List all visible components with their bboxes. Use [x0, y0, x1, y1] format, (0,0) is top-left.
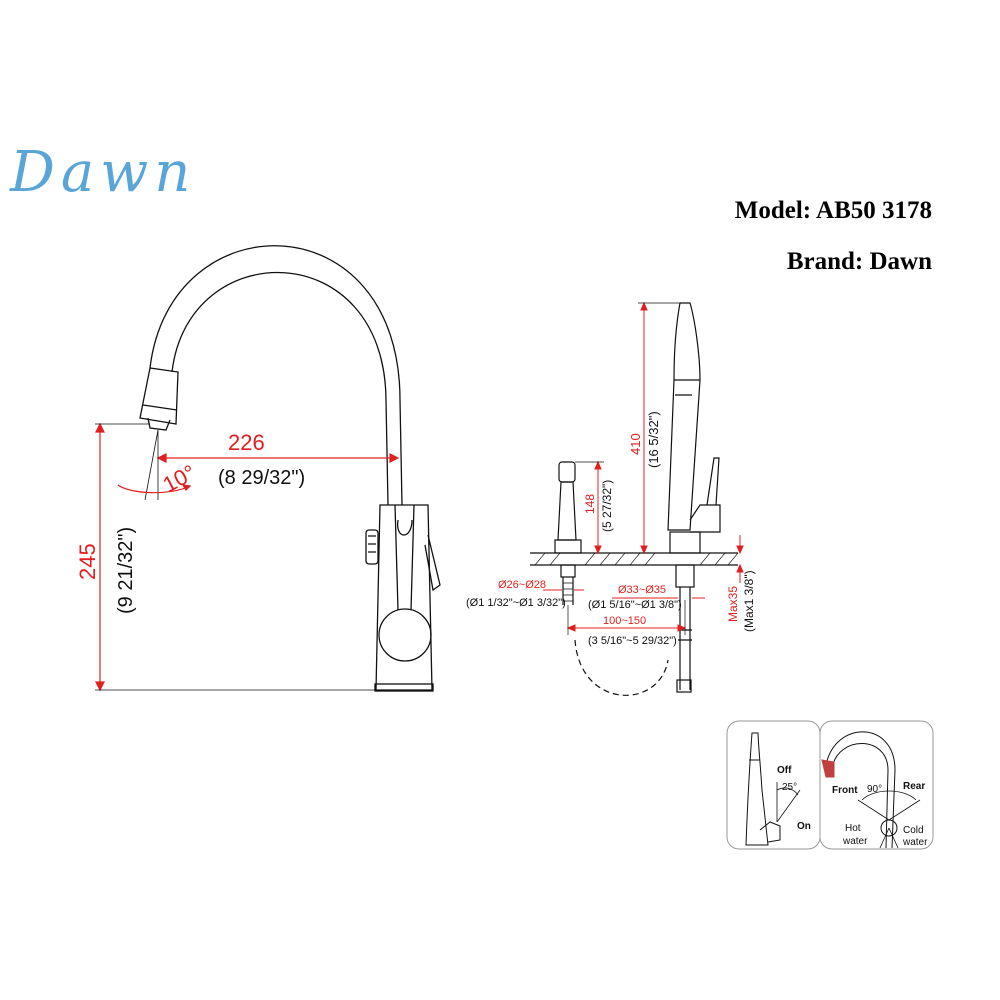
- brand-label: Brand:: [786, 248, 864, 275]
- total-height-in: (16 5/32"): [646, 411, 661, 468]
- side-view-faucet: [530, 302, 739, 696]
- swivel-front: Front: [832, 785, 858, 796]
- spacing-in: (3 5/16"~5 29/32"): [588, 635, 677, 647]
- reach-mm: 226: [228, 430, 265, 455]
- sprayer-hole-mm: Ø26~Ø28: [498, 579, 546, 591]
- handle-off: Off: [777, 765, 792, 776]
- spacing-mm: 100~150: [603, 615, 646, 627]
- inset-swivel-panel: [819, 720, 934, 850]
- deck-max-mm: Max35: [726, 586, 740, 622]
- total-height-mm: 410: [628, 433, 643, 455]
- faucet-hole-in: (Ø1 5/16"~Ø1 3/8"): [588, 599, 682, 611]
- deck-max-in: (Max1 3/8"): [742, 570, 756, 632]
- height-in: (9 21/32"): [115, 527, 137, 614]
- model-value: AB50 3178: [816, 197, 932, 224]
- model-line: Model: AB50 3178: [735, 197, 932, 225]
- brand-line: Brand: Dawn: [787, 248, 932, 276]
- cold-sub: water: [902, 837, 928, 848]
- handle-angle: 25°: [782, 782, 797, 793]
- brand-value: Dawn: [869, 248, 932, 275]
- logo-text: Dawn: [10, 140, 197, 205]
- model-label: Model:: [734, 197, 812, 224]
- sprayer-height-mm: 148: [583, 494, 597, 514]
- side-view-dimensions: [543, 301, 744, 635]
- faucet-hole-mm: Ø33~Ø35: [618, 584, 666, 596]
- swivel-rear: Rear: [903, 781, 925, 792]
- swivel-angle: 90°: [867, 784, 882, 795]
- handle-on: On: [797, 821, 811, 832]
- dawn-logo: Dawn: [10, 140, 190, 230]
- front-view-faucet: [139, 245, 441, 692]
- height-mm: 245: [75, 543, 100, 580]
- front-view-dimensions: [95, 422, 400, 692]
- reach-in: (8 29/32"): [218, 467, 305, 489]
- sprayer-height-in: (5 27/32"): [600, 480, 614, 532]
- hot-label: Hot: [845, 823, 861, 834]
- sprayer-hole-in: (Ø1 1/32"~Ø1 3/32"): [466, 597, 566, 609]
- cold-label: Cold: [903, 825, 924, 836]
- hot-sub: water: [842, 836, 868, 847]
